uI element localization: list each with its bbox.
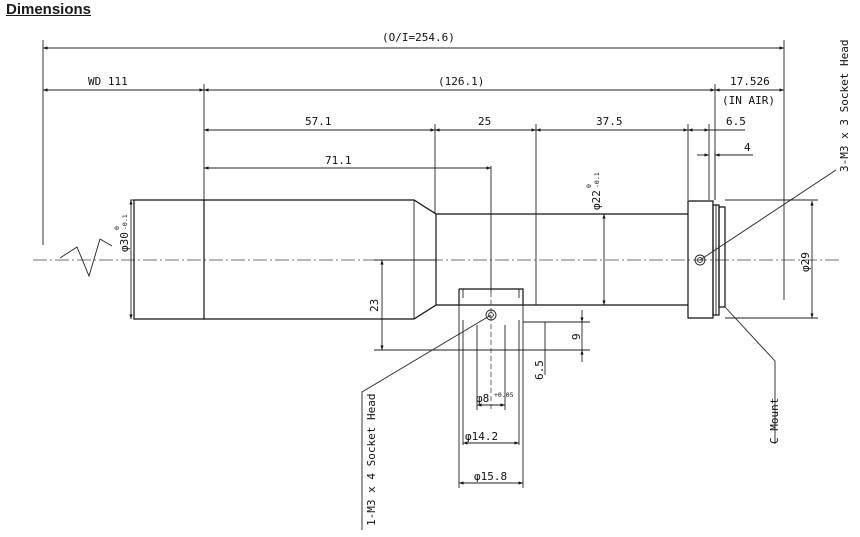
dimension-lines (43, 46, 814, 485)
callout-notes: 3-M3 x 3 Socket Head 1-M3 x 4 Socket Hea… (365, 40, 851, 526)
leader-lines (361, 169, 837, 530)
mounting-bracket (374, 288, 590, 488)
dimension-labels: (O/I=254.6) WD 111 (126.1) 17.526 (IN AI… (88, 31, 812, 483)
diameter-29-label: φ29 (799, 252, 812, 272)
diameter-8-label: φ8 (476, 392, 489, 405)
extension-lines (42, 40, 818, 319)
bracket-screw-icon (485, 309, 497, 321)
in-air-label: (IN AIR) (722, 94, 775, 107)
overall-length-label: (O/I=254.6) (382, 31, 455, 44)
dimension-9-label: 9 (570, 333, 583, 340)
diameter-30-label: φ30 (118, 232, 131, 252)
flange-distance-label: 17.526 (730, 75, 770, 88)
diameter-30-tol-bottom: -0.1 (121, 214, 129, 230)
bracket-socket-head-note: 1-M3 x 4 Socket Head (365, 394, 378, 526)
c-mount-note: C Mount (768, 398, 781, 444)
break-symbol (59, 238, 113, 278)
diameter-22-tol-bottom: -0.1 (593, 172, 601, 188)
segment-57-label: 57.1 (305, 115, 332, 128)
segment-37-label: 37.5 (596, 115, 623, 128)
diameter-14-label: φ14.2 (465, 430, 498, 443)
front-screw-icon (694, 254, 706, 266)
diameter-30-tol-top: 0 (113, 226, 121, 230)
diameter-8-tol: +0.05 (494, 391, 514, 399)
dimension-4-label: 4 (744, 141, 751, 154)
diameter-22-tol-top: 0 (585, 184, 593, 188)
segment-25-label: 25 (478, 115, 491, 128)
segment-6-5-label: 6.5 (726, 115, 746, 128)
height-23-label: 23 (368, 299, 381, 312)
screw-position-label: 71.1 (325, 154, 352, 167)
lens-length-label: (126.1) (438, 75, 484, 88)
front-socket-head-note: 3-M3 x 3 Socket Head (838, 40, 851, 172)
dimension-6-5-vertical-label: 6.5 (533, 360, 546, 380)
lens-body-outline (133, 199, 726, 320)
working-distance-label: WD 111 (88, 75, 128, 88)
diameter-22-label: φ22 (590, 190, 603, 210)
diameter-15-label: φ15.8 (474, 470, 507, 483)
section-title: Dimensions (6, 1, 92, 18)
